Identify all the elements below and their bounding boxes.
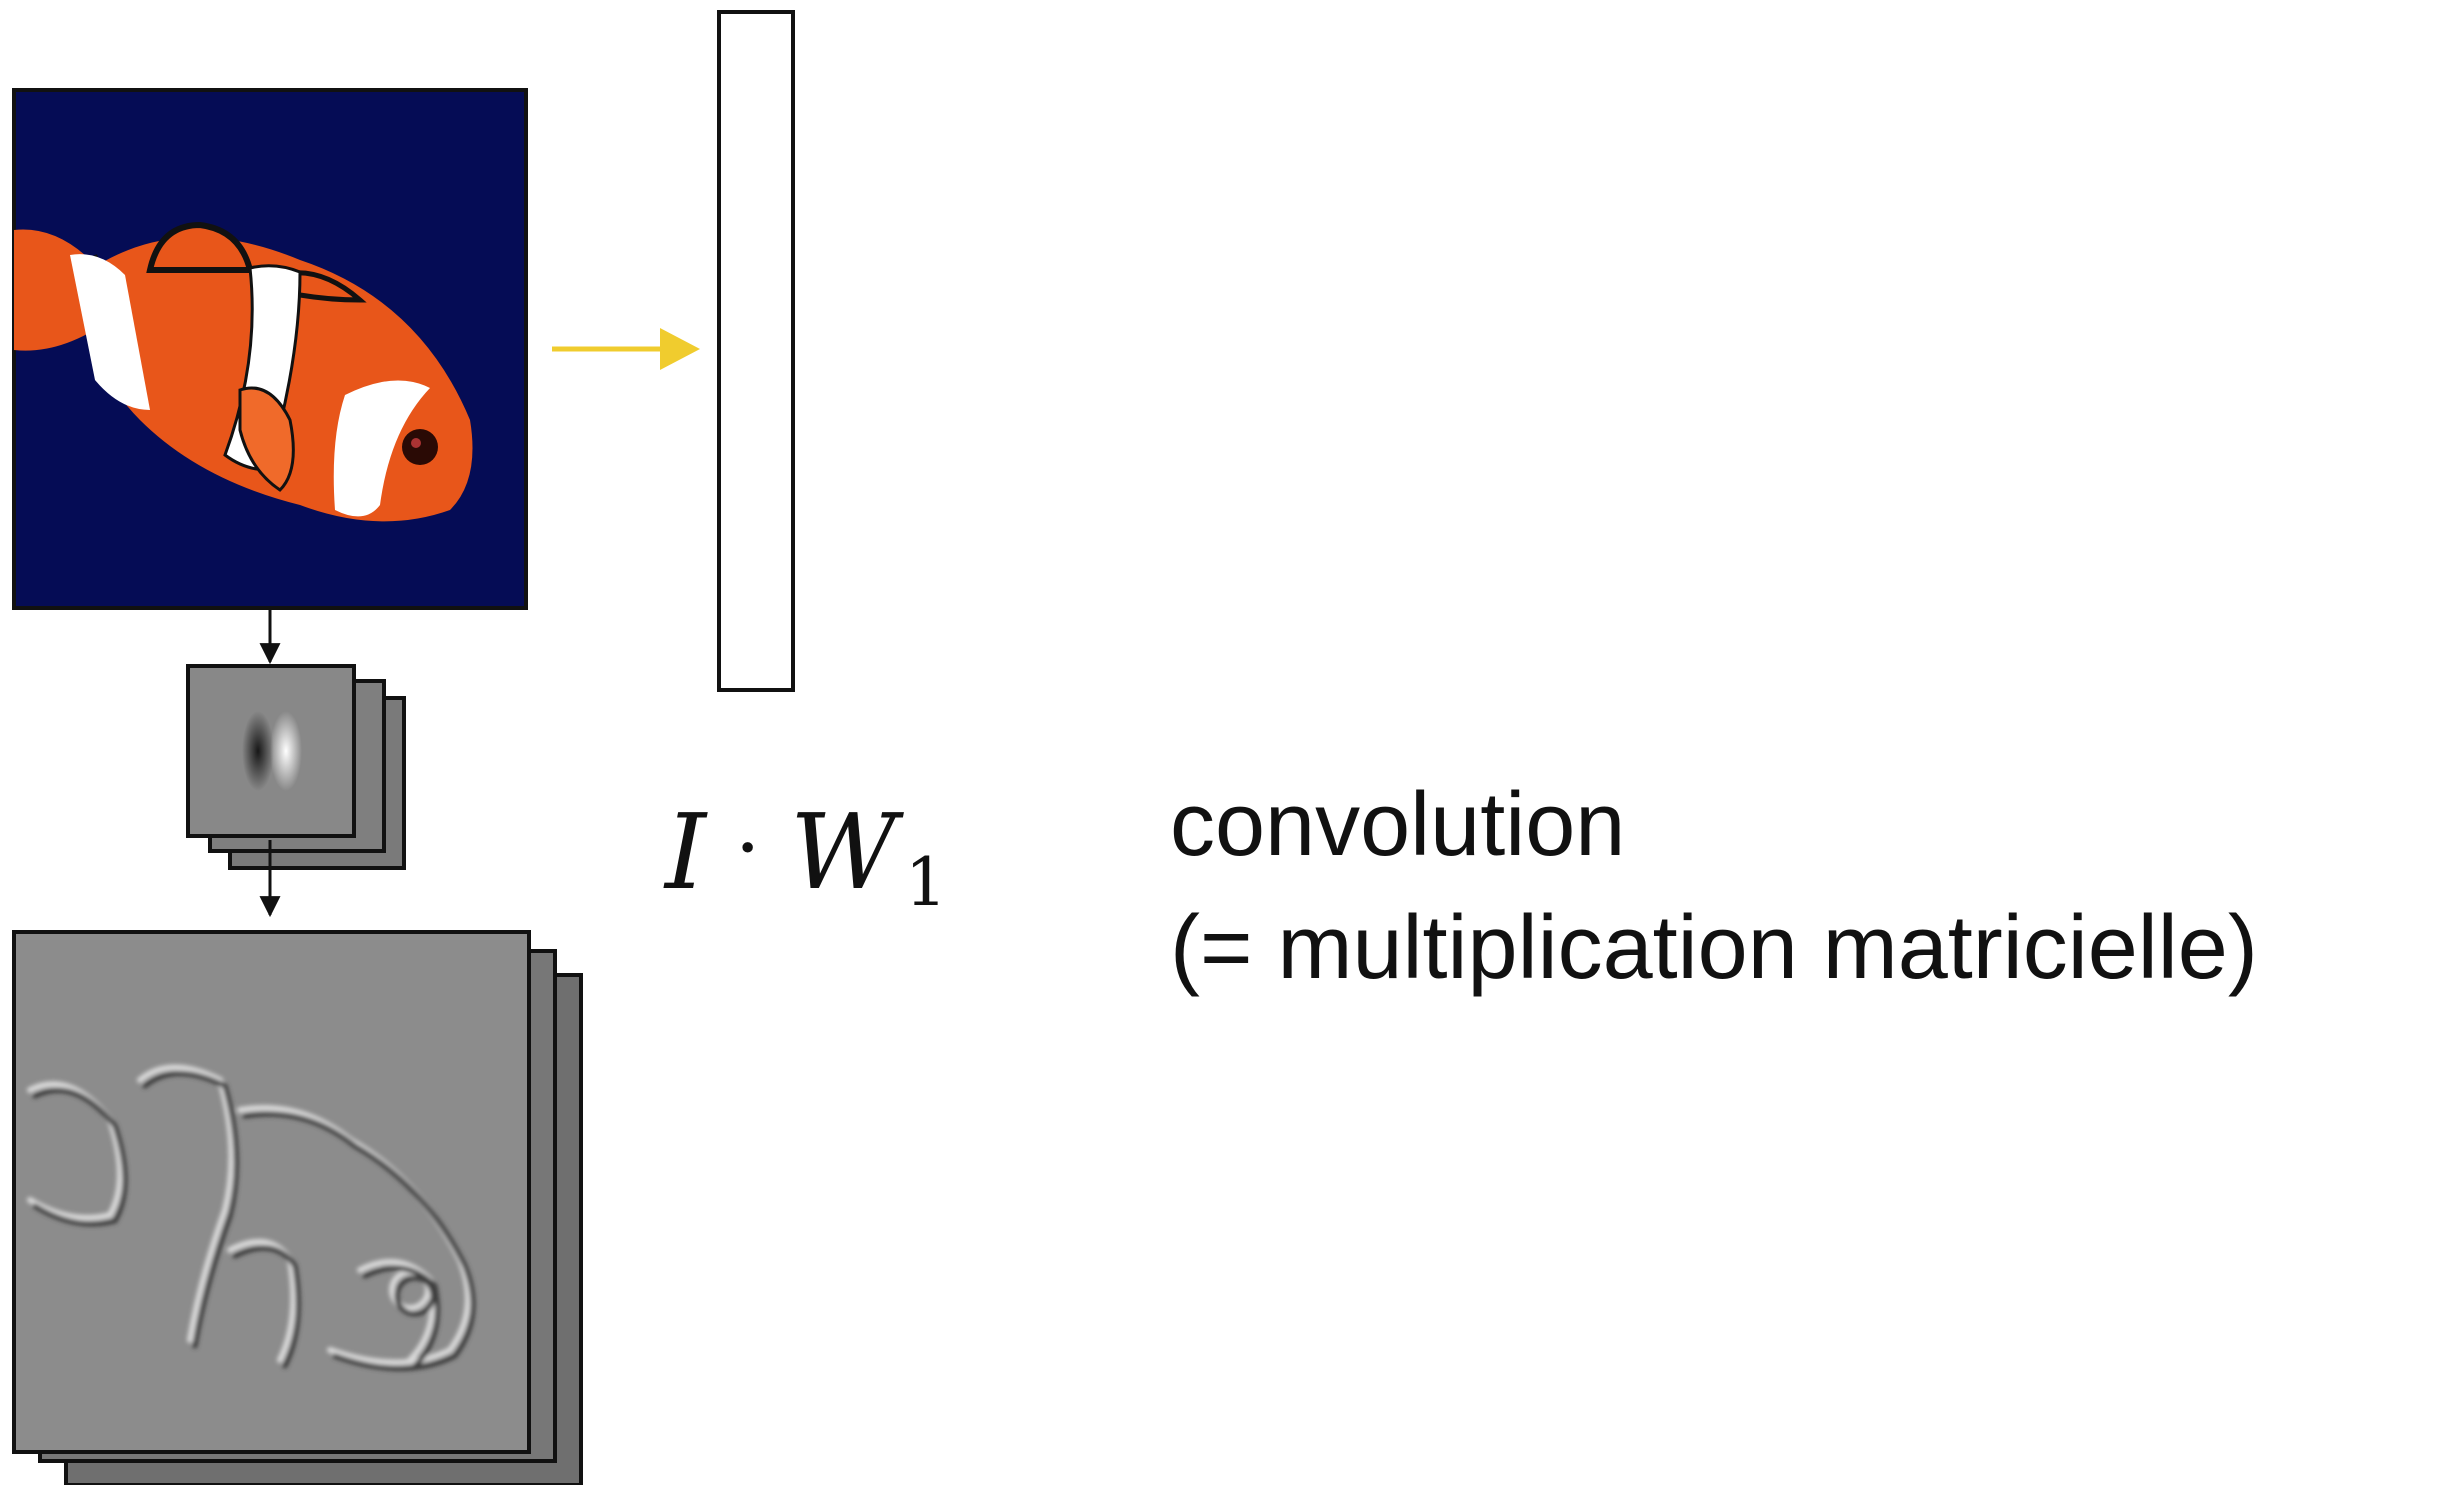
weight-vector-box [719,12,793,690]
formula-W: W [790,791,904,913]
formula: I · W 1 [663,791,947,921]
caption-line-1: convolution [1170,775,1625,875]
formula-subscript: 1 [905,844,947,921]
formula-dot: · [735,801,760,894]
formula-I: I [663,791,708,913]
feature-map-stack [14,932,581,1485]
caption-line-2: (= multiplication matricielle) [1170,898,2258,998]
input-image-clownfish [14,90,526,608]
yellow-flow-arrow [552,328,700,370]
filter-stack [188,666,404,868]
